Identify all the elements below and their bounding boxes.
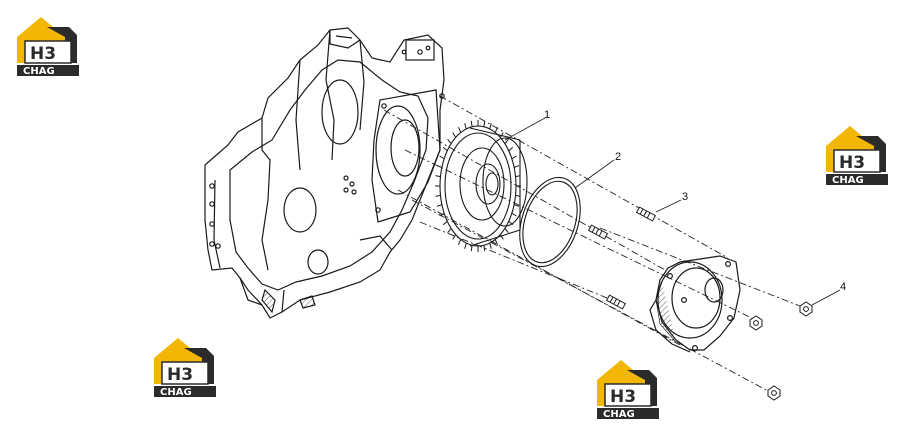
- gear-tooth: [499, 132, 504, 138]
- gear-tooth: [515, 175, 521, 178]
- watermark-mark: H3: [167, 365, 193, 385]
- dowel-pins: [587, 206, 657, 310]
- callout-3: 3: [682, 191, 688, 203]
- gear-tooth: [464, 242, 467, 249]
- watermark-logo: H3 CHAG: [154, 338, 216, 398]
- gear-tooth: [442, 146, 448, 152]
- gear-tooth: [489, 123, 492, 130]
- gear-tooth: [436, 204, 443, 207]
- watermark-mark: H3: [610, 387, 636, 407]
- gear-tooth: [489, 242, 492, 249]
- watermark-text: CHAG: [160, 387, 192, 398]
- o-ring: [519, 176, 581, 268]
- gear-tooth: [470, 120, 473, 127]
- gear-tooth: [499, 234, 504, 240]
- gear-tooth: [458, 126, 462, 133]
- watermark-logo: H3 CHAG: [597, 360, 659, 420]
- gear-tooth: [435, 175, 441, 178]
- gear-tooth: [513, 204, 520, 207]
- gear-cover: [649, 255, 741, 353]
- gear-tooth: [452, 234, 457, 240]
- watermark-text: CHAG: [23, 66, 55, 77]
- watermark-logo: H3 CHAG: [17, 17, 79, 77]
- gear-tooth: [458, 239, 462, 246]
- watermark-mark: H3: [30, 44, 56, 64]
- gear-tooth: [439, 212, 445, 217]
- gear-tooth: [442, 220, 448, 226]
- gear-tooth: [452, 132, 457, 138]
- callouts: [504, 117, 841, 306]
- watermark-logo: H3 CHAG: [826, 126, 888, 186]
- gear-tooth: [483, 245, 486, 252]
- gear-tooth: [439, 155, 445, 160]
- gear-tooth: [508, 146, 514, 152]
- watermark-text: CHAG: [603, 409, 635, 420]
- callout-1: 1: [544, 109, 550, 121]
- watermark-text: CHAG: [832, 175, 864, 186]
- alignment-lines: [383, 95, 806, 393]
- callout-2: 2: [615, 151, 621, 163]
- gear-tooth: [435, 194, 441, 197]
- gear-tooth: [504, 139, 509, 144]
- gear-tooth: [470, 245, 473, 252]
- gear-tooth: [494, 126, 498, 133]
- idler-gear: [435, 120, 528, 252]
- gear-tooth: [508, 220, 514, 226]
- gear-tooth: [447, 228, 452, 233]
- gear-tooth: [511, 212, 517, 217]
- callout-4: 4: [840, 281, 846, 293]
- gear-tooth: [511, 155, 517, 160]
- gear-tooth: [447, 139, 452, 144]
- timing-housing: [204, 27, 445, 319]
- watermark-mark: H3: [839, 153, 865, 173]
- gear-tooth: [515, 194, 521, 197]
- gear-tooth: [483, 120, 486, 127]
- gear-tooth: [494, 239, 498, 246]
- gear-tooth: [464, 123, 467, 130]
- hex-nuts: [749, 301, 813, 401]
- gear-tooth: [513, 165, 520, 168]
- gear-tooth: [436, 165, 443, 168]
- gear-tooth: [504, 228, 509, 233]
